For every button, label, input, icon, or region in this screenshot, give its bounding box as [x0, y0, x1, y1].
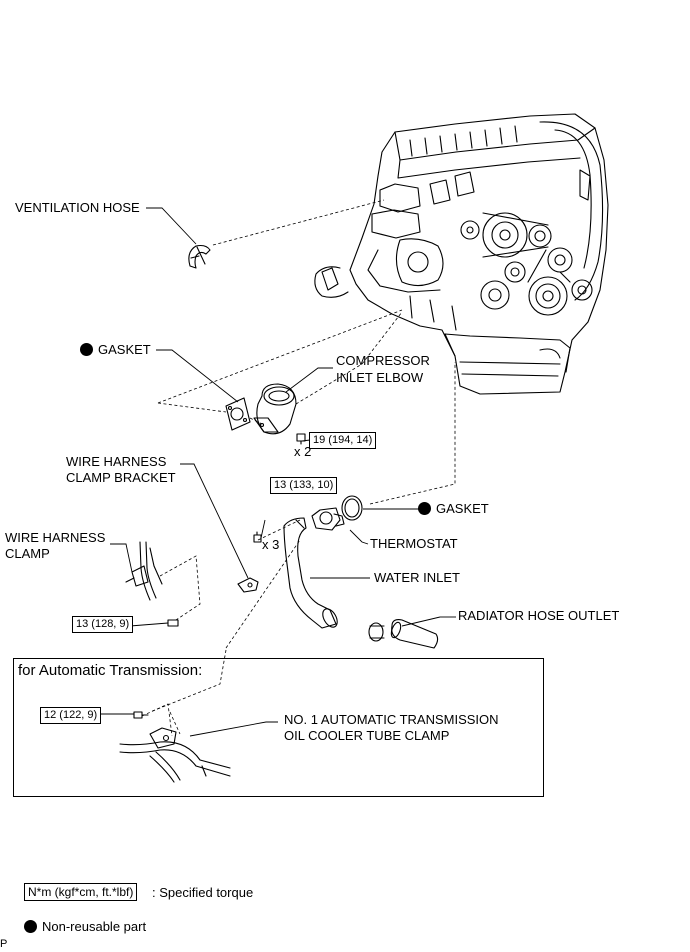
label-compressor-inlet-elbow-line2: INLET ELBOW [336, 370, 424, 385]
label-compressor-inlet-elbow-line1: COMPRESSOR [336, 353, 430, 368]
legend-torque-box: N*m (kgf*cm, ft.*lbf) [24, 883, 138, 901]
label-water-inlet: WATER INLET [374, 570, 460, 585]
label-at-tube-clamp-line1: NO. 1 AUTOMATIC TRANSMISSION [284, 712, 499, 727]
nonreusable-dot-icon [418, 502, 431, 515]
label-wire-harness-clamp-bracket-line2: CLAMP BRACKET [66, 470, 176, 485]
bracket-bolt [167, 619, 179, 627]
nonreusable-dot-icon [80, 343, 93, 356]
compressor-inlet-elbow-part [253, 383, 297, 435]
gasket-elbow-part [225, 397, 251, 431]
label-at-tube-clamp-line2: OIL COOLER TUBE CLAMP [284, 728, 450, 743]
at-section-title: for Automatic Transmission: [18, 662, 203, 679]
qty-elbow-bolts: x 2 [294, 444, 312, 459]
at-oil-cooler-tube-clamp-part [119, 727, 231, 783]
radiator-hose-outlet-part [368, 619, 439, 649]
ventilation-hose-part [188, 244, 211, 269]
torque-bracket: 13 (128, 9) [72, 616, 134, 633]
torque-water-inlet: 13 (133, 10) [270, 477, 338, 494]
label-radiator-hose-outlet: RADIATOR HOSE OUTLET [458, 608, 620, 623]
elbow-bolt [296, 433, 306, 445]
label-wire-harness-clamp-line2: CLAMP [5, 546, 50, 561]
wire-harness-clamp-bracket-part [237, 577, 259, 593]
label-wire-harness-clamp-line1: WIRE HARNESS [5, 530, 106, 545]
automatic-transmission-section: for Automatic Transmission: [13, 658, 544, 797]
at-clamp-bolt [133, 711, 149, 719]
wire-harness-clamp-part [125, 541, 163, 601]
label-gasket-elbow: GASKET [98, 342, 151, 357]
torque-elbow: 19 (194, 14) [309, 432, 377, 449]
legend-nonreusable-text: Non-reusable part [42, 919, 147, 934]
corner-mark: P [0, 938, 8, 950]
label-thermostat: THERMOSTAT [370, 536, 458, 551]
legend-torque-desc: : Specified torque [152, 885, 254, 900]
engine-assembly [314, 113, 609, 395]
label-ventilation-hose: VENTILATION HOSE [15, 200, 140, 215]
label-wire-harness-clamp-bracket-line1: WIRE HARNESS [66, 454, 167, 469]
thermostat-part [311, 507, 345, 531]
water-inlet-bolt [253, 531, 262, 543]
torque-at-clamp: 12 (122, 9) [40, 707, 102, 724]
label-gasket-thermostat: GASKET [436, 501, 489, 516]
qty-water-inlet-bolts: x 3 [262, 537, 280, 552]
gasket-thermostat-part [341, 495, 363, 521]
water-inlet-part [283, 517, 338, 629]
legend-nonreusable-dot-icon [24, 920, 37, 933]
